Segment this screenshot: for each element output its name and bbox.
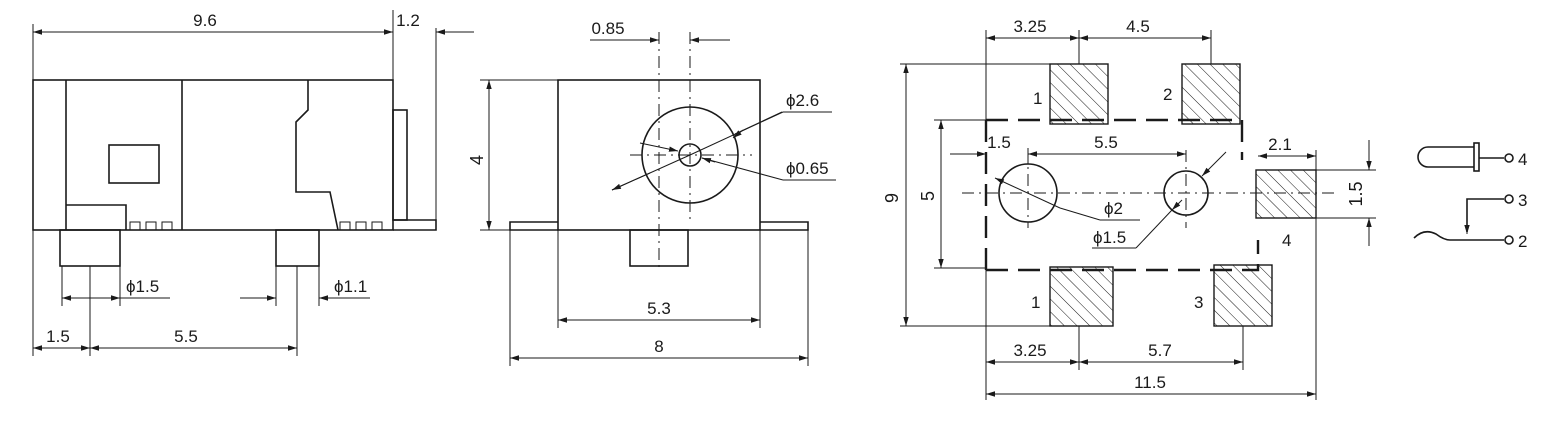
dim-bottom-left-label: 3.25 [1013, 341, 1046, 360]
schematic-pin-3: 3 [1518, 191, 1527, 210]
dim-peg-offset-label: 1.5 [46, 327, 70, 346]
dim-hole-spacing-label: 5.5 [1094, 133, 1118, 152]
front-view: 0.85 4 ϕ2.6 ϕ0.65 5.3 8 [467, 19, 836, 366]
dim-height-outer-label: 9 [882, 193, 902, 203]
fp-pin-1-bottom: 1 [1031, 293, 1040, 312]
dim-hole-large-label: ϕ2 [1104, 199, 1123, 218]
footprint-view: 1 2 1 3 4 3.25 4.5 9 5 1.5 5.5 2.1 [882, 17, 1376, 400]
dim-top-right-label: 4.5 [1126, 17, 1150, 36]
dim-hole-offset-label: 1.5 [987, 133, 1011, 152]
dim-length-label: 9.6 [193, 11, 217, 30]
dim-peg-dia-b-label: ϕ1.1 [334, 277, 367, 296]
dim-hole-outer-label: ϕ2.6 [786, 91, 819, 110]
dim-hole-small-label: ϕ1.5 [1093, 228, 1126, 247]
dim-top-left-label: 3.25 [1013, 17, 1046, 36]
dim-offset-label: 0.85 [591, 19, 624, 38]
schematic-pin-4: 4 [1518, 150, 1527, 169]
dim-height-label: 4 [467, 155, 487, 165]
dim-body-width-label: 5.3 [647, 299, 671, 318]
dim-total-width-label: 11.5 [1134, 373, 1166, 392]
schematic-pin-2: 2 [1518, 232, 1527, 251]
dim-hole-inner-label: ϕ0.65 [786, 159, 829, 178]
dim-pad-offset-label: 2.1 [1268, 135, 1292, 154]
fp-pin-1-top: 1 [1033, 89, 1042, 108]
schematic-symbol: 4 3 2 [1413, 142, 1527, 251]
side-view: 9.6 1.2 ϕ1.5 ϕ1.1 1.5 5.5 [32, 10, 474, 356]
dim-pad-height-label: 1.5 [1346, 181, 1366, 206]
fp-pin-3: 3 [1194, 293, 1203, 312]
dim-bottom-mid-label: 5.7 [1148, 341, 1172, 360]
fp-pin-4: 4 [1282, 231, 1291, 250]
dim-height-inner-label: 5 [918, 191, 938, 201]
dim-peg-spacing-label: 5.5 [174, 327, 198, 346]
dim-tab-label: 1.2 [396, 11, 420, 30]
dim-overall-width-label: 8 [654, 337, 663, 356]
fp-pin-2: 2 [1163, 85, 1172, 104]
dim-peg-dia-a-label: ϕ1.5 [126, 277, 159, 296]
